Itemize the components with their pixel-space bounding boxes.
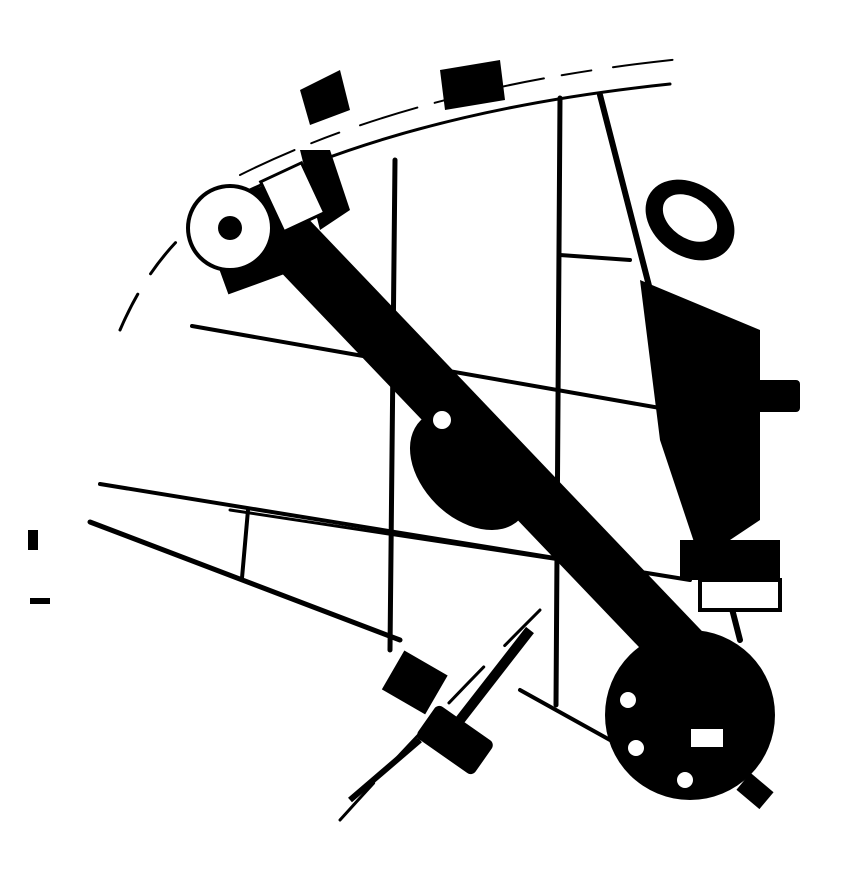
- handle-clamp: [348, 626, 534, 803]
- micrometer-drum: [605, 630, 775, 810]
- index-arm: [250, 150, 720, 690]
- top-fragments: [28, 60, 505, 604]
- index-mirror: [186, 160, 327, 295]
- telescope-mount: [640, 179, 800, 612]
- sextant-arc: [118, 57, 691, 822]
